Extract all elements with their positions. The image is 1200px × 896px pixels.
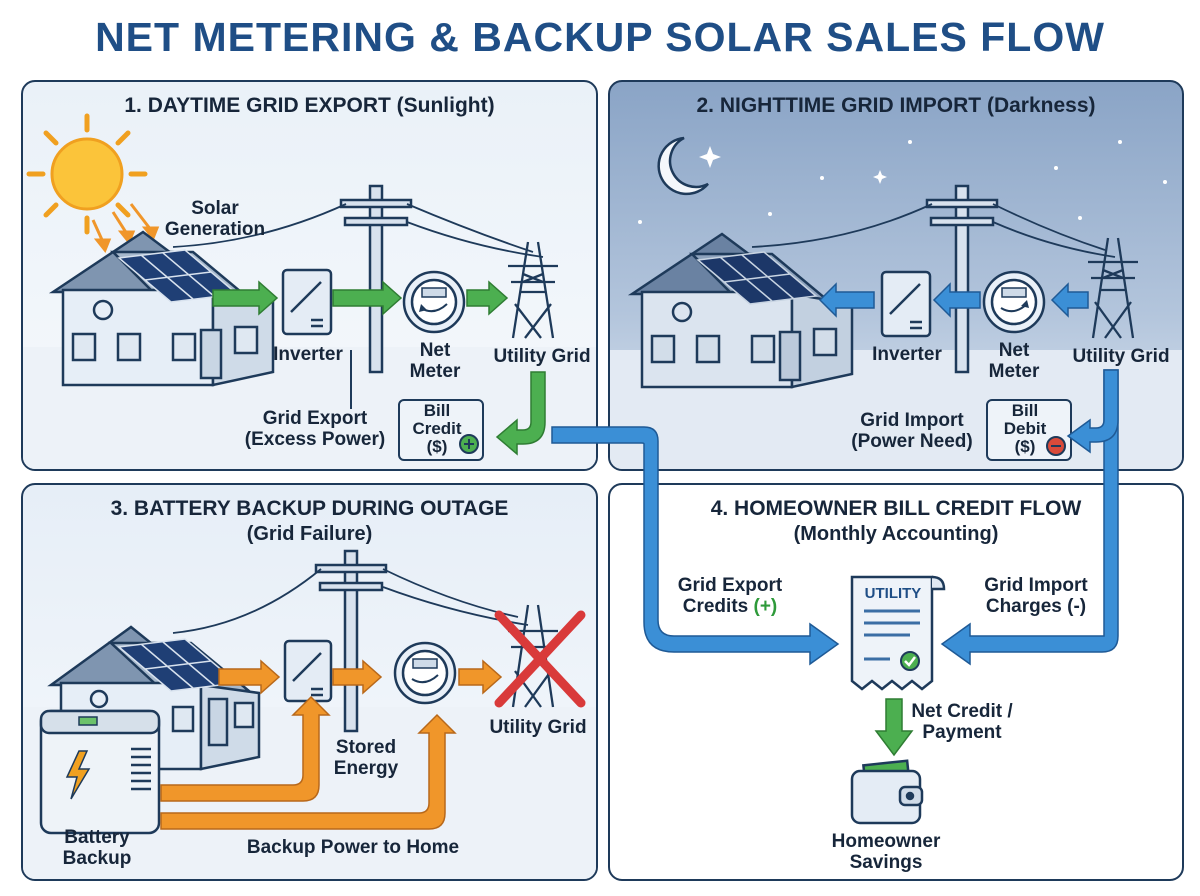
- bill-flow-illustration: [850, 575, 946, 825]
- panel1-title: 1. DAYTIME GRID EXPORT (Sunlight): [124, 94, 495, 117]
- panel-nighttime-import: 2. NIGHTTIME GRID IMPORT (Darkness) Inve…: [608, 80, 1184, 471]
- utility-bill-icon: [850, 575, 946, 691]
- inverter-icon: [880, 270, 932, 338]
- import-arrows: [818, 282, 1089, 318]
- daytime-illustration: [23, 113, 596, 469]
- power-pole-icon: [339, 184, 413, 374]
- transmission-tower-icon: [508, 241, 558, 339]
- panel4-subtitle: (Monthly Accounting): [793, 523, 999, 545]
- panel4-title: 4. HOMEOWNER BILL CREDIT FLOW: [710, 497, 1082, 520]
- inverter-label: Inverter: [872, 344, 942, 365]
- net-credit-arrow: [874, 698, 914, 757]
- net-credit-label: Net Credit /Payment: [911, 701, 1013, 743]
- star-icons: [638, 140, 1167, 224]
- utility-bill-header: UTILITY: [864, 585, 922, 602]
- panel-battery-backup: 3. BATTERY BACKUP DURING OUTAGE (Grid Fa…: [21, 483, 598, 881]
- outage-x-icon: [494, 610, 586, 708]
- net-meter-icon: [982, 270, 1046, 334]
- utility-grid-label: Utility Grid: [493, 346, 591, 367]
- utility-grid-label: Utility Grid: [1072, 346, 1170, 367]
- panel3-title: 3. BATTERY BACKUP DURING OUTAGE: [110, 497, 509, 520]
- solar-panel-icon: [696, 251, 818, 305]
- battery-icon: [39, 709, 161, 835]
- inverter-label: Inverter: [273, 344, 343, 365]
- grid-export-credits-label: Grid Export Credits (+): [677, 575, 783, 617]
- grid-export-label: Grid Export(Excess Power): [244, 408, 386, 450]
- net-meter-icon: [393, 641, 457, 705]
- grid-import-label: Grid Import(Power Need): [851, 410, 973, 452]
- bill-credit-card: [398, 399, 484, 461]
- credit-plus-sign: (+): [753, 596, 778, 617]
- net-meter-icon: [402, 270, 466, 334]
- panel2-title: 2. NIGHTTIME GRID IMPORT (Darkness): [696, 94, 1096, 117]
- export-arrows: [212, 280, 546, 456]
- backup-arrows: [160, 659, 503, 830]
- wallet-icon: [850, 759, 924, 825]
- transmission-tower-icon: [1088, 237, 1138, 339]
- backup-power-label: Backup Power to Home: [246, 837, 460, 858]
- inverter-icon: [281, 268, 333, 336]
- outage-illustration: [23, 549, 596, 879]
- panel-bill-credit-flow: 4. HOMEOWNER BILL CREDIT FLOW (Monthly A…: [608, 483, 1184, 881]
- moon-icon: [657, 136, 709, 196]
- sun-icon: [26, 113, 148, 235]
- panel3-subtitle: (Grid Failure): [246, 523, 373, 545]
- page-title: NET METERING & BACKUP SOLAR SALES FLOW: [95, 14, 1105, 60]
- power-pole-icon: [314, 549, 388, 733]
- utility-grid-label: Utility Grid: [489, 717, 587, 738]
- inverter-icon: [283, 639, 333, 703]
